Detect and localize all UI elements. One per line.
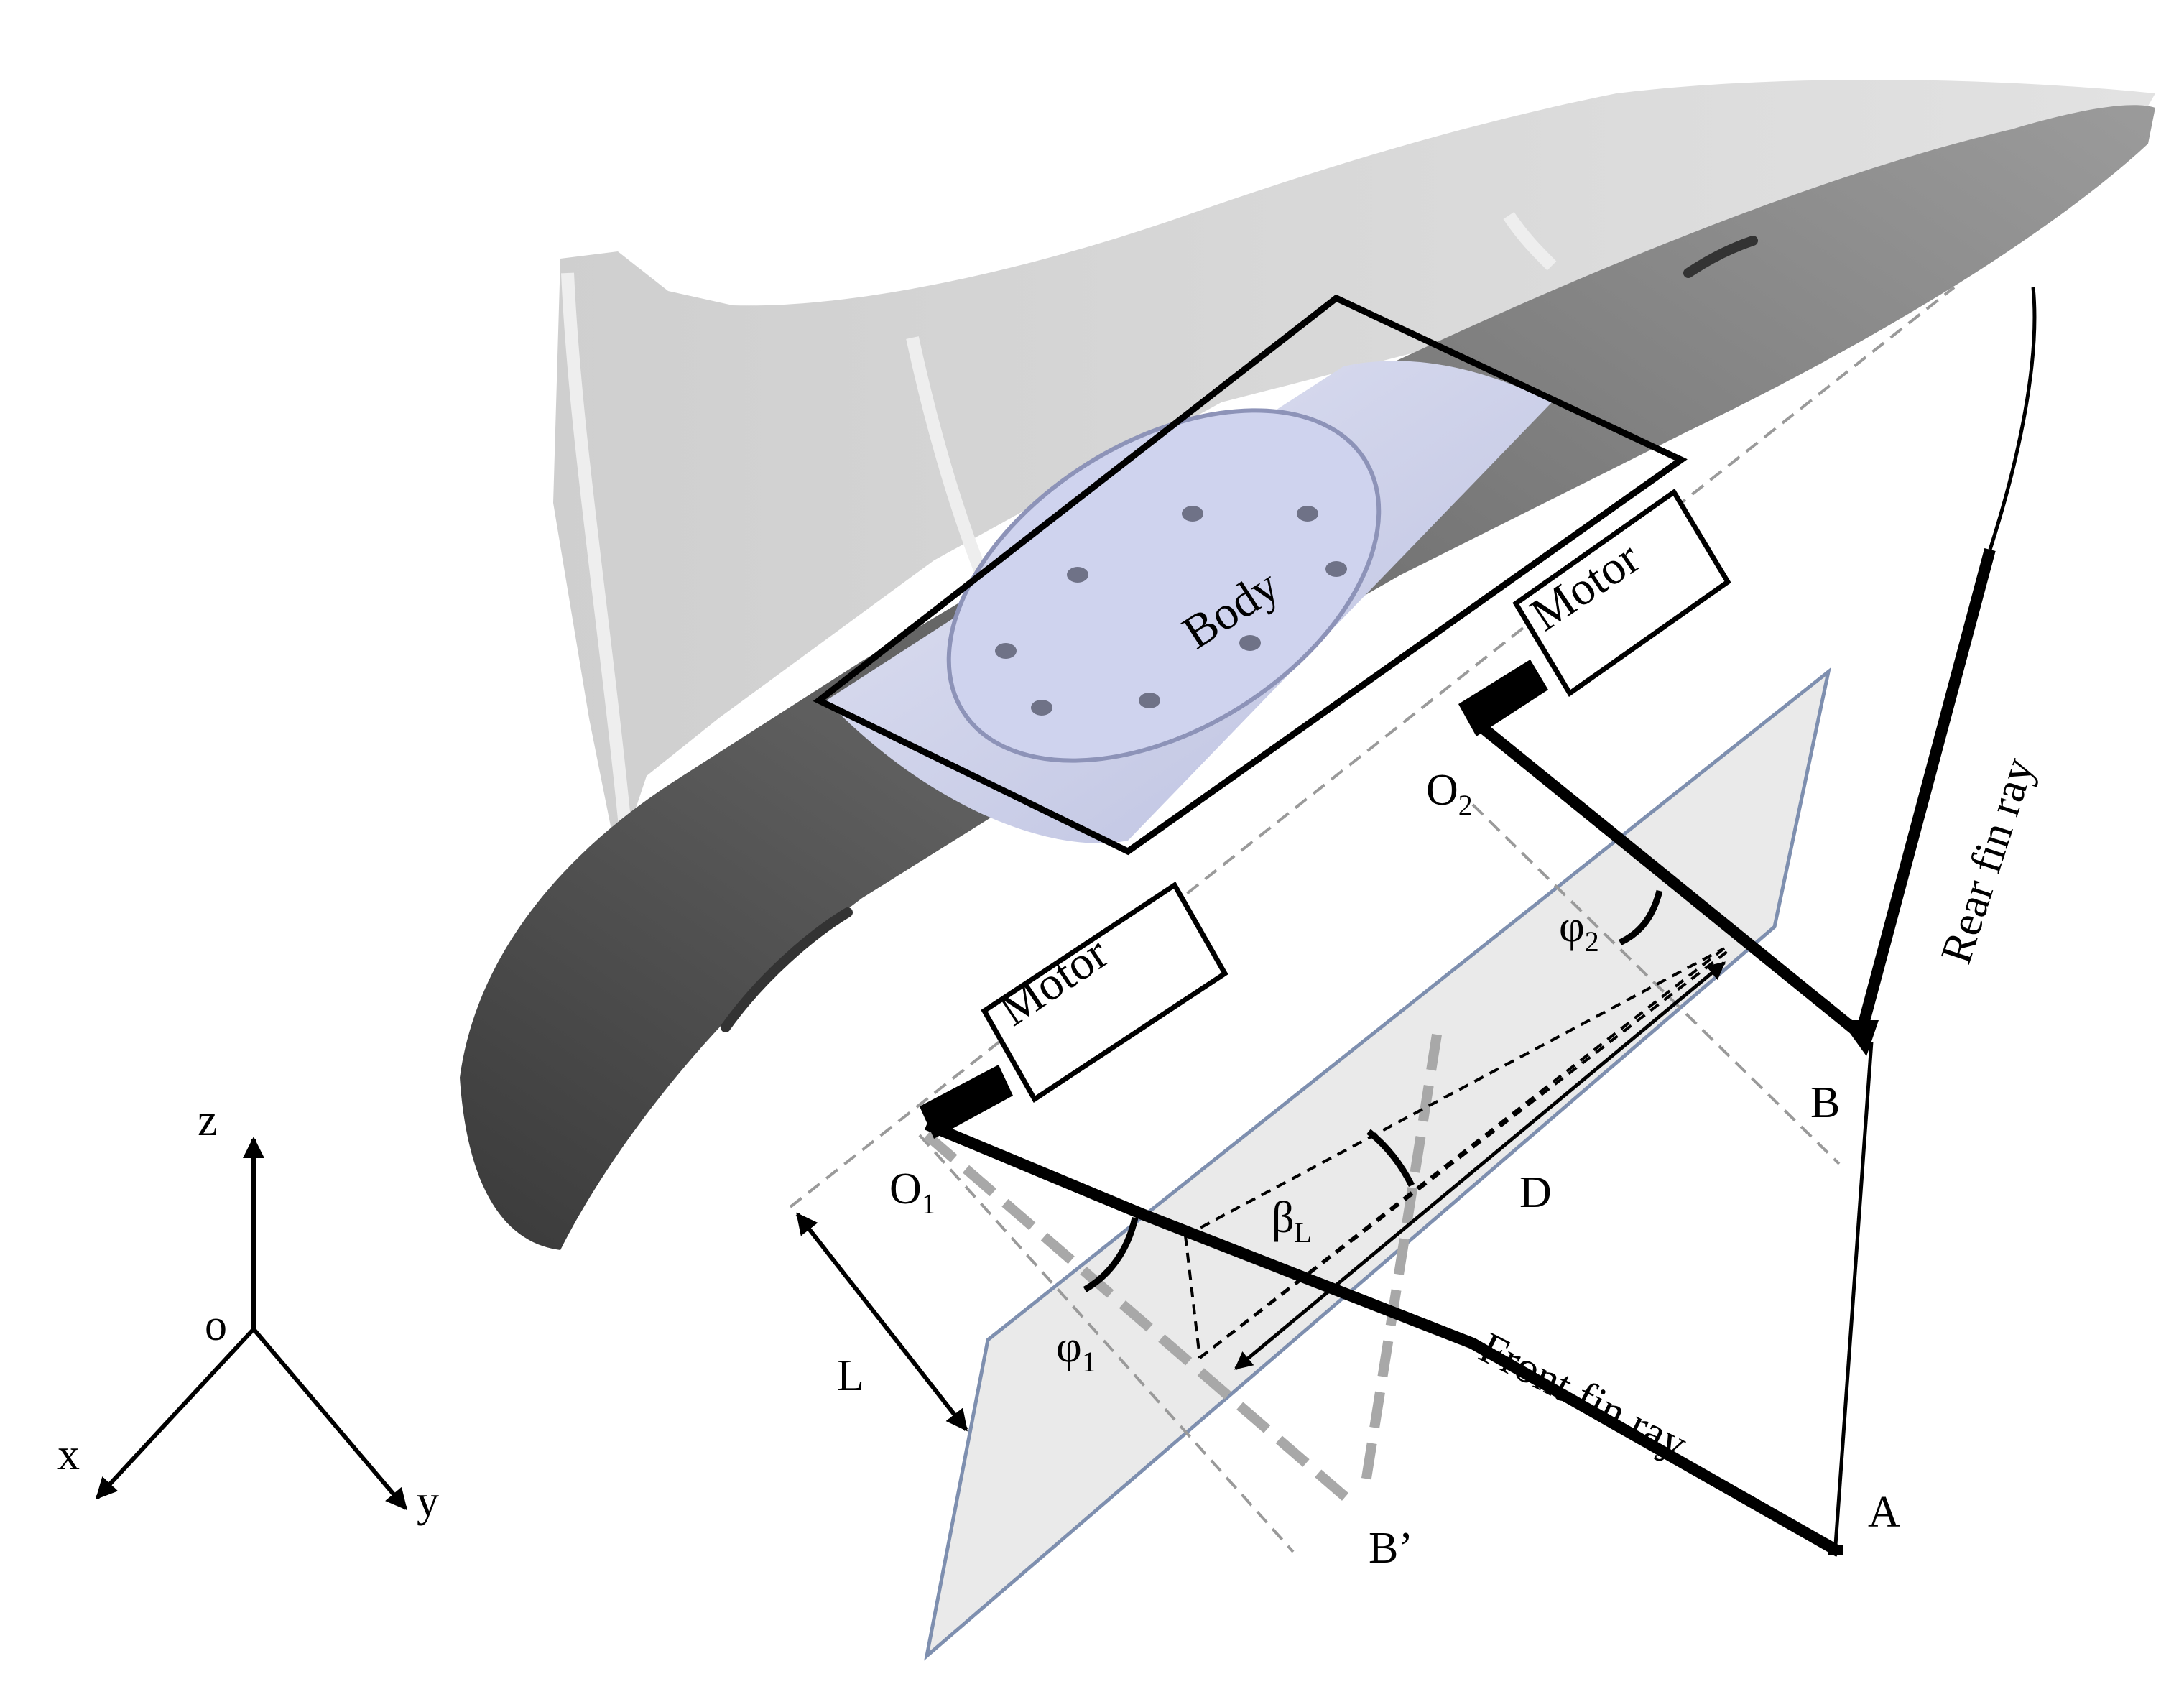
rear-fin-ray-line bbox=[1855, 547, 1996, 1037]
body-disc bbox=[946, 408, 1382, 763]
phi1-arc bbox=[1083, 1217, 1139, 1292]
coordinate-axes bbox=[95, 1137, 408, 1511]
point-a-marker bbox=[1828, 1545, 1843, 1555]
length-l-label: L bbox=[837, 1351, 864, 1400]
phi2-label: φ2 bbox=[1559, 902, 1599, 958]
lower-fin-slots bbox=[721, 236, 1758, 1032]
body-outline bbox=[813, 294, 1688, 856]
arrow-l bbox=[795, 1212, 968, 1432]
point-b-marker bbox=[1841, 1020, 1879, 1056]
beta-arc bbox=[1366, 1129, 1415, 1188]
body-bolts bbox=[995, 506, 1347, 716]
phi1-label: φ1 bbox=[1056, 1323, 1096, 1378]
line-b-a bbox=[1833, 1041, 1874, 1545]
point-o2-label: O2 bbox=[1426, 766, 1473, 821]
length-d-label: D bbox=[1519, 1168, 1552, 1217]
front-fin-ray-label: Front fin ray bbox=[1472, 1323, 1695, 1469]
point-b-label: B bbox=[1810, 1078, 1840, 1127]
x-axis bbox=[95, 1327, 256, 1500]
point-a-label: A bbox=[1868, 1488, 1900, 1537]
arrow-d bbox=[1234, 961, 1726, 1370]
point-b-prime-label: B’ bbox=[1369, 1524, 1413, 1573]
axis-y-label: y bbox=[417, 1477, 439, 1526]
rear-fin-ray-label: Rear fin ray bbox=[1932, 752, 2044, 970]
axis-z-label: z bbox=[198, 1096, 218, 1145]
phi2-arc bbox=[1618, 889, 1663, 946]
fish-model bbox=[460, 80, 2155, 1250]
rear-crank-line bbox=[1476, 721, 1865, 1040]
motor-front bbox=[920, 882, 1228, 1139]
y-axis bbox=[251, 1328, 408, 1511]
beta-l-label: βL bbox=[1272, 1193, 1312, 1249]
motor-rear bbox=[1458, 488, 1731, 736]
axis-origin-label: o bbox=[205, 1301, 227, 1350]
rear-fin-ray-thin bbox=[1988, 287, 2037, 550]
point-o1-label: O1 bbox=[889, 1165, 936, 1220]
lower-fin-surface bbox=[460, 105, 2155, 1250]
axis-x-label: x bbox=[57, 1430, 80, 1479]
